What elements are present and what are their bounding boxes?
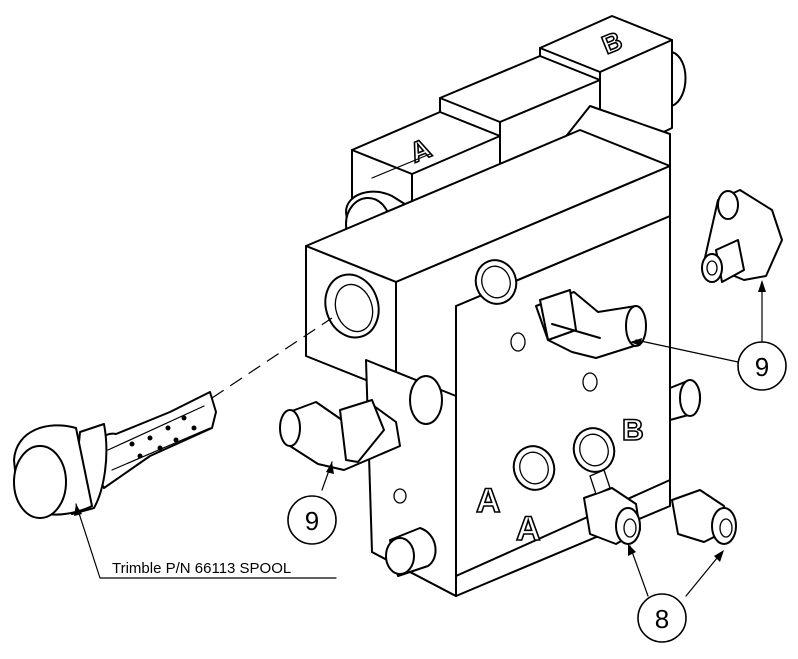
callout-9-left: 9 bbox=[287, 495, 337, 545]
port-a-lower-letter: A bbox=[516, 510, 541, 548]
callout-9-right: 9 bbox=[737, 341, 787, 391]
callout-8-number: 8 bbox=[655, 604, 669, 634]
callout-9-right-number: 9 bbox=[755, 352, 769, 382]
elbow-fitting-upper bbox=[535, 289, 647, 359]
port-b-letter: B bbox=[622, 414, 644, 447]
spool-bore bbox=[324, 273, 380, 339]
right-side-plug bbox=[669, 379, 701, 421]
straight-fitting-a bbox=[583, 469, 641, 545]
elbow-fitting-right bbox=[701, 189, 783, 283]
spool-centerline bbox=[211, 317, 333, 399]
port-a-upper-letter: A bbox=[476, 482, 501, 520]
spool-cartridge bbox=[13, 391, 217, 519]
callout-8: 8 bbox=[637, 593, 687, 643]
straight-fitting-b bbox=[671, 489, 737, 545]
leader-lines bbox=[75, 281, 763, 597]
spool-part-label: Trimble P/N 66113 SPOOL bbox=[112, 560, 291, 577]
elbow-fitting-left bbox=[279, 399, 401, 471]
callout-9-left-number: 9 bbox=[305, 506, 319, 536]
lower-cap-plug bbox=[385, 527, 437, 577]
port-holes bbox=[393, 259, 616, 504]
arrowheads bbox=[74, 280, 766, 562]
